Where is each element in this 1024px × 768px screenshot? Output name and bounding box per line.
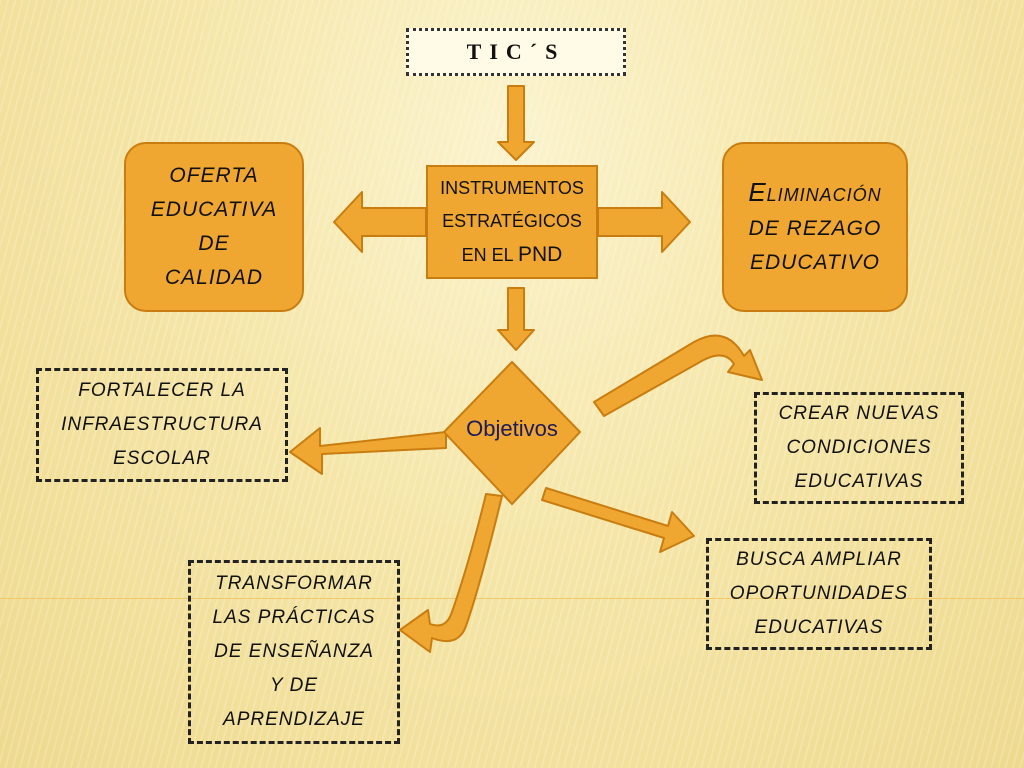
crear-condiciones-box: CREAR NUEVAS CONDICIONES EDUCATIVAS [754, 392, 964, 504]
fortalecer-line-3: ESCOLAR [113, 448, 211, 469]
arrow-to-busca [541, 487, 695, 553]
busca-line-2: OPORTUNIDADES [729, 583, 909, 604]
instrumentos-line-3-pnd: PND [518, 243, 563, 266]
instrumentos-box: INSTRUMENTOS ESTRATÉGICOS EN EL PND [426, 165, 598, 279]
oferta-line-2: EDUCATIVA [150, 198, 278, 221]
oferta-line-4: CALIDAD [164, 266, 264, 289]
oferta-line-3: DE [198, 232, 230, 255]
transformar-line-2: LAS PRÁCTICAS [212, 607, 376, 628]
background-guide-line [0, 598, 1024, 599]
instrumentos-line-3: EN EL PND [440, 238, 584, 272]
title-text: TIC´S [466, 39, 566, 64]
eliminacion-line-1: ELIMINACIÓN [748, 175, 881, 212]
arrow-title-to-center [497, 85, 535, 161]
transformar-line-5: APRENDIZAJE [223, 709, 365, 730]
crear-line-2: CONDICIONES [786, 437, 932, 458]
arrow-to-crear [593, 334, 763, 417]
fortalecer-box: FORTALECER LA INFRAESTRUCTURA ESCOLAR [36, 368, 288, 482]
title-box: TIC´S [406, 28, 626, 76]
instrumentos-line-1: INSTRUMENTOS [440, 178, 584, 198]
instrumentos-line-2: ESTRATÉGICOS [442, 211, 582, 231]
busca-line-3: EDUCATIVAS [754, 617, 884, 638]
eliminacion-rezago-box: ELIMINACIÓN DE REZAGO EDUCATIVO [722, 142, 908, 312]
arrow-to-transformar [399, 493, 503, 653]
arrow-center-to-objectives [497, 287, 535, 351]
crear-line-1: CREAR NUEVAS [778, 403, 940, 424]
fortalecer-line-1: FORTALECER LA [78, 380, 246, 401]
transformar-line-1: TRANSFORMAR [215, 573, 373, 594]
eliminacion-initial: E [748, 176, 767, 207]
instrumentos-line-3-prefix: EN EL [461, 245, 518, 265]
transformar-box: TRANSFORMAR LAS PRÁCTICAS DE ENSEÑANZA Y… [188, 560, 400, 744]
objectives-label: Objetivos [466, 416, 558, 441]
eliminacion-rest: LIMINACIÓN [766, 184, 882, 205]
eliminacion-line-2: DE REZAGO [748, 216, 882, 240]
arrow-center-to-right [597, 191, 691, 253]
fortalecer-line-2: INFRAESTRUCTURA [61, 414, 263, 435]
objectives-diamond [442, 360, 582, 506]
busca-ampliar-box: BUSCA AMPLIAR OPORTUNIDADES EDUCATIVAS [706, 538, 932, 650]
transformar-line-3: DE ENSEÑANZA [214, 641, 374, 662]
eliminacion-line-3: EDUCATIVO [750, 250, 880, 274]
arrow-center-to-left [333, 191, 427, 253]
transformar-line-4: Y DE [269, 675, 318, 696]
busca-line-1: BUSCA AMPLIAR [736, 549, 902, 570]
oferta-educativa-box: OFERTA EDUCATIVA DE CALIDAD [124, 142, 304, 312]
oferta-line-1: OFERTA [169, 164, 259, 187]
arrow-to-fortalecer [289, 427, 447, 475]
crear-line-3: EDUCATIVAS [794, 471, 924, 492]
